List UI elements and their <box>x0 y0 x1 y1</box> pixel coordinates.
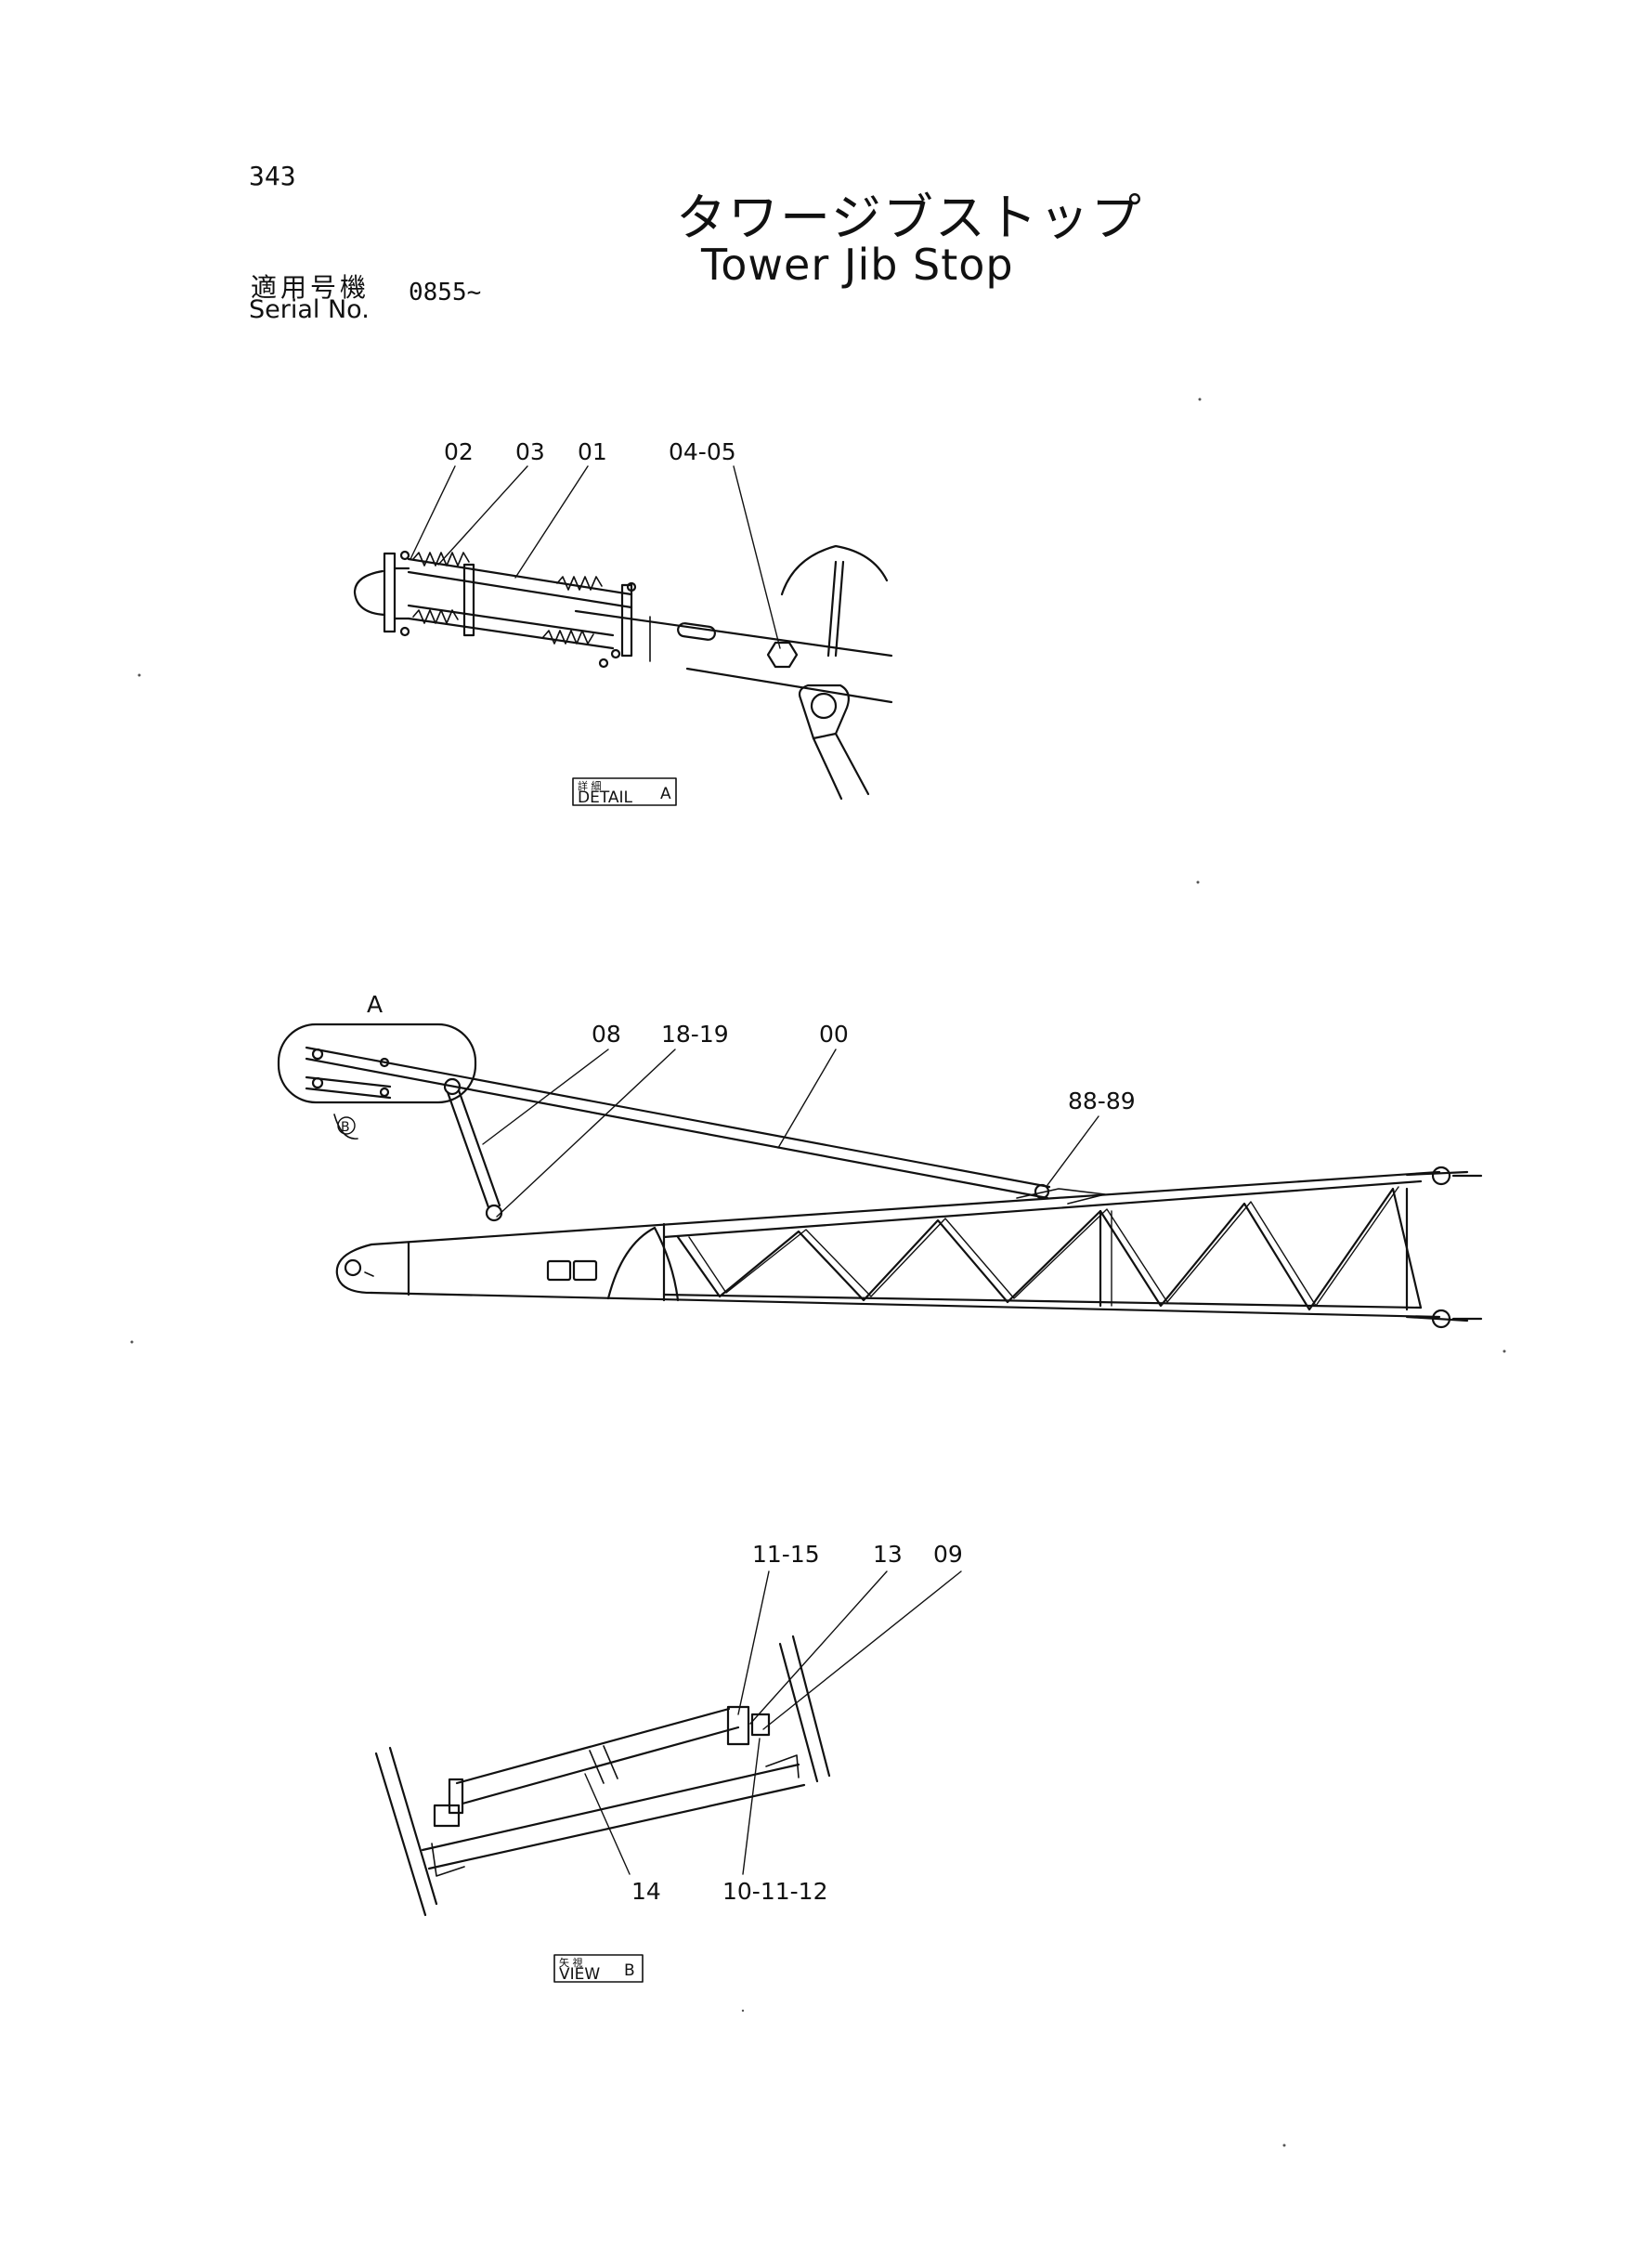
view-b-box-small: 矢 視 <box>559 1956 583 1969</box>
detail-a-leaders <box>410 465 781 649</box>
title-english: Tower Jib Stop <box>701 240 1014 290</box>
callout-view-b-2: 13 <box>873 1541 903 1568</box>
view-b-label-box: 矢 視 VIEW B <box>553 1954 644 1984</box>
detail-a-marker: A <box>367 991 383 1018</box>
main-view-leaders <box>482 1049 1099 1218</box>
view-b-box-letter: B <box>624 1961 635 1980</box>
serial-value: 0855~ <box>409 279 482 306</box>
serial-label-english: Serial No. <box>249 295 370 324</box>
callout-view-b-5: 10-11-12 <box>722 1878 827 1905</box>
scan-specks <box>130 397 1506 2147</box>
callout-main-4: 88-89 <box>1068 1088 1136 1114</box>
view-b-marker-letter: B <box>341 1120 350 1135</box>
detail-a-box-small: 詳 細 <box>578 779 602 792</box>
callout-detail-a-2: 03 <box>515 438 545 465</box>
callout-view-b-3: 09 <box>933 1541 963 1568</box>
callout-detail-a-4: 04-05 <box>669 438 736 465</box>
detail-a-label-box: 詳 細 DETAIL A <box>572 777 677 807</box>
callout-view-b-4: 14 <box>631 1878 661 1905</box>
view-b-drawing <box>374 1635 831 1917</box>
callout-main-3: 00 <box>819 1021 849 1048</box>
detail-a-drawing <box>353 544 893 801</box>
main-view-drawing <box>277 1023 1483 1329</box>
callout-detail-a-3: 01 <box>578 438 607 465</box>
callout-view-b-1: 11-15 <box>752 1541 820 1568</box>
detail-a-box-letter: A <box>660 785 671 803</box>
callout-main-2: 18-19 <box>661 1021 729 1048</box>
detail-a-box-label: DETAIL <box>578 788 633 807</box>
view-b-marker: B <box>333 1114 358 1140</box>
page-number: 343 <box>249 161 296 191</box>
callout-detail-a-1: 02 <box>444 438 474 465</box>
serial-label-japanese: 適用号機 <box>251 272 371 303</box>
view-b-box-label: VIEW <box>559 1965 600 1984</box>
callout-main-1: 08 <box>592 1021 621 1048</box>
view-b-leaders <box>584 1570 962 1875</box>
title-japanese: タワージブストップ <box>676 189 1143 247</box>
